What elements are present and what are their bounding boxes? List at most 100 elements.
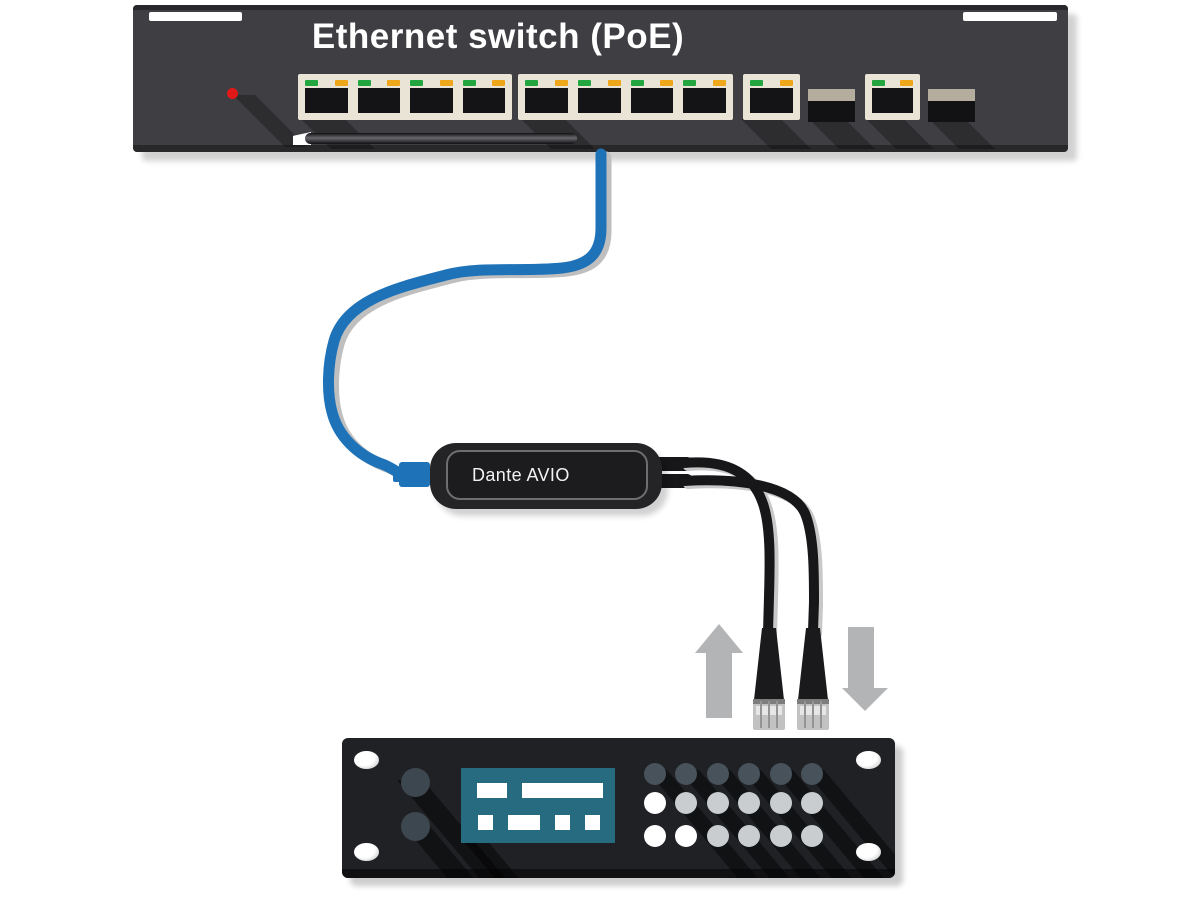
panel-button [644,763,666,785]
adapter-cable-2 [679,475,820,636]
panel-button [769,763,792,785]
panel-button [801,825,823,847]
port-group-2 [518,74,733,120]
adapter-face: Dante AVIO [446,450,648,500]
rack-screw [856,843,881,861]
power-led [227,88,238,99]
display-segment [478,815,493,830]
vent-slot [305,133,577,144]
link-led-icon [410,80,423,86]
cable-shadow [683,478,824,639]
rack-screw [354,843,379,861]
xlr-connector-1 [754,628,784,700]
device-face [342,738,895,878]
xlr-ring-shade [797,699,829,704]
port-opening [357,88,400,113]
rj45-port [678,74,731,120]
link-led-icon [872,80,885,86]
adapter-cable-1 [679,457,775,637]
display-segment [555,815,570,830]
sfp-cage [928,101,975,122]
rj45-port [405,74,458,120]
link-led-icon [577,80,591,86]
activity-led-icon [554,80,568,86]
adapter-label: Dante AVIO [472,464,570,485]
panel-button [738,763,761,785]
port-opening [683,88,726,113]
panel-button [801,792,823,814]
panel-button [801,763,823,785]
rj45-port [745,74,798,120]
link-led-icon [357,80,371,86]
ethernet-switch: Ethernet switch (PoE) [133,5,1068,152]
sfp-slot-1 [808,74,855,122]
xlr-ring-2 [797,699,829,730]
link-led-icon [630,80,644,86]
activity-led-icon [334,80,348,86]
sfp-cage [808,101,855,122]
activity-led-icon [439,80,453,86]
panel-button [644,825,666,847]
port-opening [577,88,621,113]
rj45-plug-latch [393,467,403,482]
dante-avio-adapter: Dante AVIO [430,443,662,509]
panel-button [675,763,698,785]
switch-top-band [133,5,1068,10]
uplink-port-1 [743,74,800,120]
rack-screw [354,751,379,769]
rj45-port [300,74,353,120]
cable-shadow [327,151,612,482]
panel-button [644,792,666,814]
link-led-icon [525,80,538,86]
down-arrow-icon [842,627,888,711]
activity-led-icon [607,80,621,86]
panel-button [706,763,729,785]
xlr-connector-2 [798,628,828,700]
display-segment [585,815,600,830]
activity-led-icon [660,80,674,86]
xlr-ring-1 [753,699,785,730]
panel-button [706,825,729,847]
lcd-display [461,768,615,843]
sfp-dust-cover [808,89,855,101]
panel-button [738,792,761,814]
activity-led-icon [492,80,505,86]
sfp-dust-cover [928,89,975,101]
rotary-knob-1 [401,768,430,797]
uplink-port-2 [865,74,920,120]
xlr-ring-ribs [804,701,822,728]
rj45-port [573,74,626,120]
activity-led-icon [780,80,793,86]
port-opening [462,88,505,113]
rj45-port [626,74,679,120]
panel-button [738,825,761,847]
rj45-port [458,74,511,120]
audio-rack-device [342,738,895,878]
device-bottom-shade [342,869,895,878]
xlr-ring-highlight [756,706,782,715]
rack-handle-left [149,12,242,21]
xlr-ring-highlight [800,706,826,715]
panel-button [675,792,698,814]
port-opening [305,88,348,113]
switch-title: Ethernet switch (PoE) [311,17,685,56]
panel-button [675,825,698,847]
up-arrow-icon [695,624,743,718]
xlr-ring-ribs [760,701,778,728]
ethernet-cable [322,148,607,479]
link-led-icon [683,80,697,86]
panel-button [769,825,792,847]
rj45-port [353,74,406,120]
activity-led-icon [387,80,400,86]
rack-screw [856,751,881,769]
link-led-icon [750,80,763,86]
panel-button [769,792,792,814]
link-led-icon [305,80,318,86]
xlr-ring-shade [753,699,785,704]
rack-handle-right [963,12,1057,21]
port-opening [630,88,674,113]
rotary-knob-2 [401,812,430,841]
activity-led-icon [713,80,726,86]
panel-button [706,792,729,814]
